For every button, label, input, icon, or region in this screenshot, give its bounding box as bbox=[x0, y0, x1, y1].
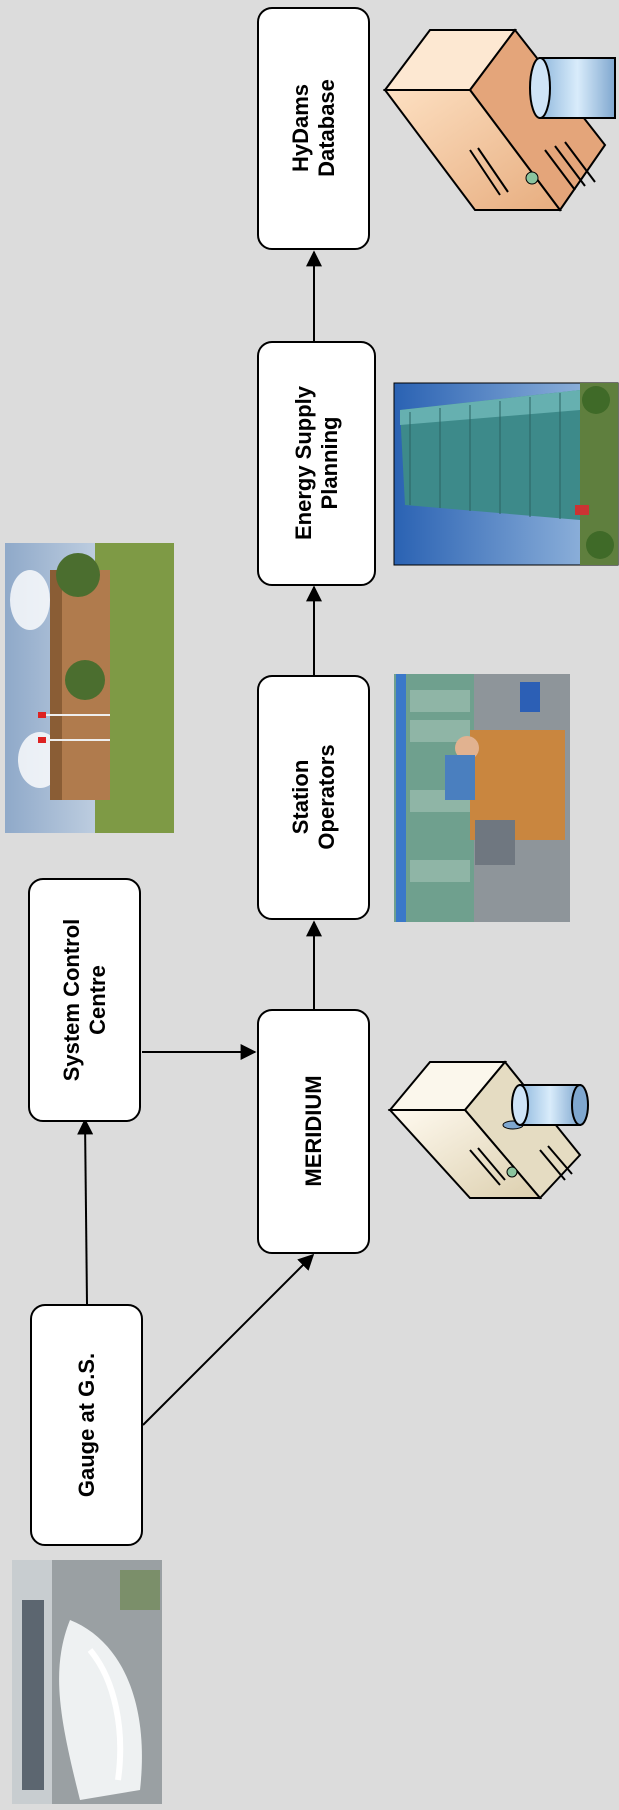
scc-label-line-1: System Control bbox=[59, 919, 84, 1082]
arrow-gauge-to-system-control bbox=[77, 1118, 94, 1305]
node-system-control-centre: System ControlCentre bbox=[28, 878, 141, 1122]
node-system-control-centre-label: System ControlCentre bbox=[59, 919, 110, 1082]
arrow-gauge-to-meridium bbox=[142, 1253, 315, 1426]
node-station-operators-label: StationOperators bbox=[288, 744, 339, 849]
meridium-server-icon bbox=[387, 1060, 589, 1200]
node-hydams-database: HyDamsDatabase bbox=[257, 7, 370, 250]
hydams-label-line-2: Database bbox=[314, 79, 339, 177]
control-centre-building-photo bbox=[5, 543, 174, 833]
planning-label-line-1: Energy Supply bbox=[291, 385, 316, 540]
office-tower-photo bbox=[393, 382, 619, 566]
hydams-server-icon bbox=[383, 28, 616, 212]
planning-label-line-2: Planning bbox=[317, 417, 342, 510]
node-energy-supply-planning-label: Energy SupplyPlanning bbox=[291, 385, 342, 540]
node-meridium: MERIDIUM bbox=[257, 1009, 370, 1254]
node-gauge-label: Gauge at G.S. bbox=[74, 1353, 99, 1497]
node-hydams-database-label: HyDamsDatabase bbox=[288, 79, 339, 177]
hydams-label-line-1: HyDams bbox=[288, 84, 313, 172]
gauge-label-line-1: Gauge at G.S. bbox=[74, 1353, 99, 1497]
scc-label-line-2: Centre bbox=[85, 965, 110, 1035]
node-station-operators: StationOperators bbox=[257, 675, 370, 920]
node-meridium-label: MERIDIUM bbox=[301, 1075, 326, 1186]
control-room-photo bbox=[394, 674, 570, 922]
operators-label-line-1: Station bbox=[288, 760, 313, 835]
node-energy-supply-planning: Energy SupplyPlanning bbox=[257, 341, 376, 586]
node-gauge: Gauge at G.S. bbox=[30, 1304, 143, 1546]
meridium-label-line-1: MERIDIUM bbox=[301, 1075, 326, 1186]
dam-spillway-photo bbox=[12, 1560, 162, 1804]
operators-label-line-2: Operators bbox=[314, 744, 339, 849]
